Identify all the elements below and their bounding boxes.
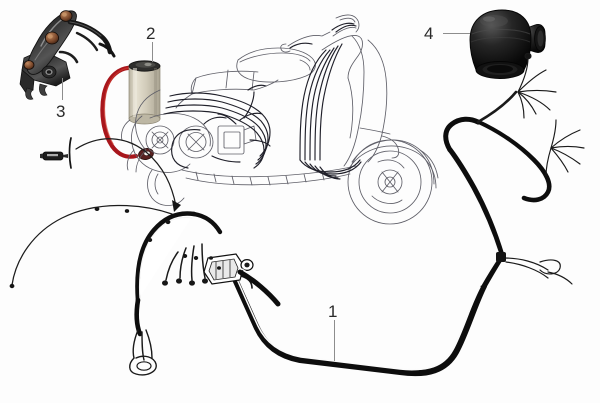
part-bullet-connector [40, 137, 72, 169]
harness-connector-block [203, 253, 281, 307]
harness-tail-leads [132, 329, 153, 361]
callout-label-2: 2 [146, 24, 156, 43]
callout-leader-3 [62, 78, 63, 100]
scooter-illustration [121, 14, 439, 225]
callout-leader-4 [443, 33, 470, 34]
part-contact-breaker-points [19, 10, 116, 100]
harness-branch-node-right [503, 257, 573, 285]
part-wiring-harness [9, 52, 585, 377]
harness-leads-left-cluster [165, 243, 206, 281]
scooter-wiring-routing [163, 22, 362, 180]
harness-branch-right-middle [545, 119, 585, 177]
part-spark-plug-cap [469, 9, 546, 79]
callout-label-3: 3 [56, 102, 66, 121]
callout-label-4: 4 [424, 24, 434, 43]
callout-label-1: 1 [328, 302, 338, 321]
harness-branch-upper-right [517, 52, 557, 119]
part-condenser [100, 60, 161, 160]
callout-leader-2 [152, 42, 153, 62]
callout-leader-1 [334, 320, 335, 361]
